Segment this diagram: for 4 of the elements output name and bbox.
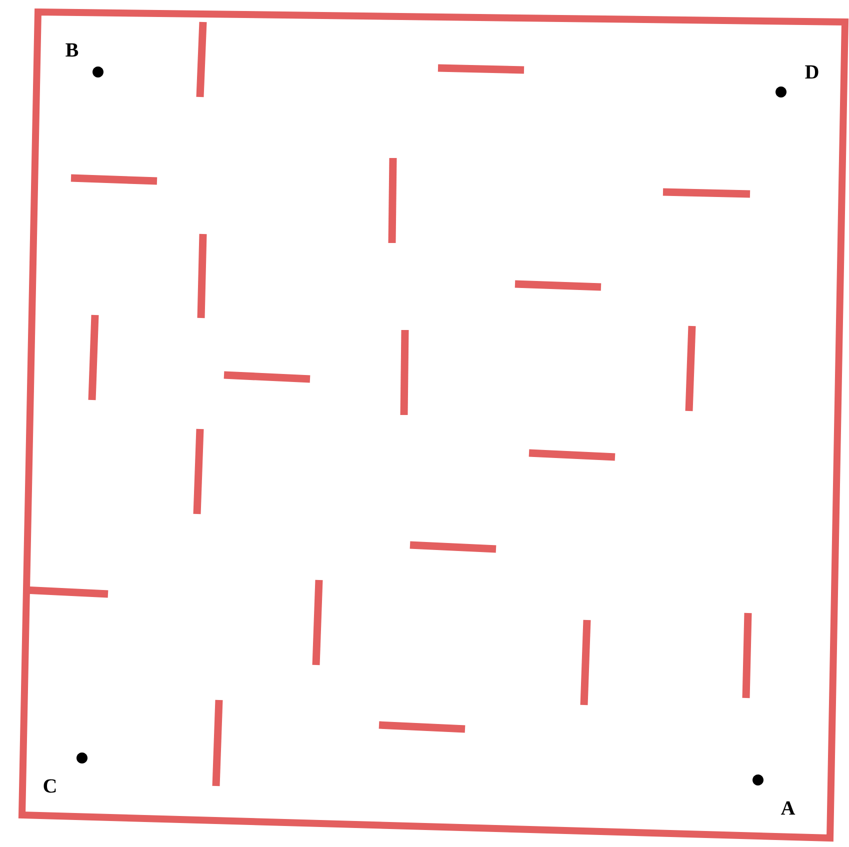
point-label: B (66, 43, 78, 57)
point-label: A (780, 801, 796, 815)
point-label: C (44, 779, 56, 793)
point-label: D (805, 65, 818, 79)
